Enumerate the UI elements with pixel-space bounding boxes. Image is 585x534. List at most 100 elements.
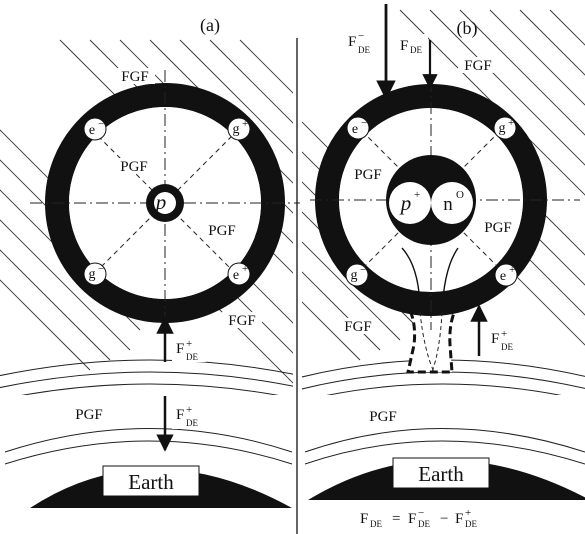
force-label-b3: F + DE — [491, 328, 513, 352]
force-label-a2: F + DE — [176, 404, 198, 428]
earth-label-box-a — [102, 465, 200, 497]
electron-label-top-b: e — [352, 122, 358, 137]
pgf-label-a2: PGF — [208, 223, 236, 239]
electron-top-a — [83, 117, 107, 141]
force-label-bg-b1 — [344, 30, 380, 56]
gravitino-bottom-a — [83, 262, 107, 286]
force-label-bg-a2 — [172, 403, 206, 429]
funnel-inner-lines-b — [419, 311, 443, 373]
fgf-label-b2: FGF — [344, 319, 372, 335]
pgf-label-b2: PGF — [484, 220, 512, 236]
neutron-label-b: n — [443, 194, 453, 215]
electron-charge-bottom-b: + — [509, 264, 515, 276]
svg-text:+: + — [465, 507, 471, 519]
svg-text:F: F — [408, 511, 416, 527]
fgf-label-bg-a1 — [115, 68, 155, 84]
proton-label-b: p — [399, 191, 412, 215]
force-label-b2: F DE — [400, 38, 422, 55]
fgf-label-bg-b1 — [458, 57, 498, 73]
gravitino-charge-bottom-a: − — [98, 263, 104, 275]
electron-label-top-a: e — [89, 123, 95, 138]
electron-charge-bottom-a: + — [242, 263, 248, 275]
force-label-bg-a1 — [172, 336, 206, 362]
funnel-flow-arrows-b — [401, 247, 459, 313]
svg-text:F: F — [348, 34, 356, 50]
force-label-bg-b3 — [487, 326, 521, 352]
earth-label-box-b — [392, 457, 490, 489]
fgf-label-bg-b2 — [338, 318, 378, 334]
electron-charge-top-b: − — [361, 117, 367, 129]
pgf-label-b3: PGF — [369, 409, 397, 425]
proton-label-a: p — [154, 190, 167, 214]
pgf-label-bg-b1 — [350, 166, 386, 182]
fgf-label-bg-a2 — [222, 312, 262, 328]
electron-bottom-a — [227, 262, 251, 286]
pgf-label-a3: PGF — [75, 407, 103, 423]
earth-label-a: Earth — [128, 470, 174, 494]
svg-text:DE: DE — [186, 418, 198, 428]
svg-text:F: F — [455, 511, 463, 527]
atom-b: p + n O e − g + g − e + — [310, 80, 580, 330]
svg-text:F: F — [176, 407, 184, 423]
neutron-b — [431, 182, 473, 224]
force-label-bg-b2 — [398, 34, 428, 56]
svg-text:F: F — [491, 331, 499, 347]
panel-label-b: (b) — [457, 18, 478, 39]
panel-a: Earth p + e − g + g − — [0, 15, 300, 508]
pgf-label-bg-b2 — [480, 219, 516, 235]
panel-label-a: (a) — [200, 15, 220, 36]
svg-text:DE: DE — [465, 519, 477, 529]
gravitino-top-a — [227, 117, 251, 141]
electron-bottom-b — [494, 263, 518, 287]
gravitino-top-b — [493, 116, 517, 140]
pgf-label-bg-a3 — [69, 406, 109, 422]
svg-text:F: F — [360, 511, 368, 527]
fgf-label-a2: FGF — [228, 313, 256, 329]
pgf-field-lines-a — [0, 359, 293, 395]
fgf-label-b1: FGF — [464, 58, 492, 74]
pgf-label-b1: PGF — [354, 167, 382, 183]
gravitino-label-top-b: g — [499, 121, 506, 136]
svg-text:DE: DE — [501, 342, 513, 352]
earth-label-b: Earth — [418, 462, 464, 486]
fgf-label-a1: FGF — [121, 69, 149, 85]
force-label-b1: F − DE — [348, 30, 370, 55]
energy-equation: F DE = F − DE − F + DE — [360, 507, 477, 529]
gravitino-charge-top-b: + — [508, 117, 514, 129]
pgf-label-bg-a1 — [116, 158, 152, 174]
svg-text:DE: DE — [418, 519, 430, 529]
electron-label-bottom-a: e — [233, 268, 239, 283]
proton-b — [389, 182, 431, 224]
pgf-label-a1: PGF — [120, 159, 148, 175]
svg-text:−: − — [418, 507, 424, 519]
pgf-label-bg-b3 — [363, 408, 403, 424]
svg-text:−: − — [440, 511, 448, 527]
svg-text:DE: DE — [186, 352, 198, 362]
electron-top-b — [346, 116, 370, 140]
svg-text:=: = — [392, 511, 400, 527]
gravitino-bottom-b — [345, 263, 369, 287]
panel-b: Earth p + n O e − g + — [302, 4, 585, 529]
svg-text:DE: DE — [358, 45, 370, 55]
proton-a — [154, 192, 176, 214]
svg-text:F: F — [176, 341, 184, 357]
atom-a: p + e − g + g − e + — [30, 70, 300, 345]
svg-text:DE: DE — [370, 519, 382, 529]
gravitino-charge-bottom-b: − — [360, 264, 366, 276]
electron-charge-top-a: − — [98, 118, 104, 130]
svg-text:−: − — [358, 30, 364, 42]
proton-charge-a: + — [173, 190, 179, 202]
gravitino-label-top-a: g — [233, 122, 240, 137]
pgf-field-lines-a-lower — [4, 428, 293, 465]
pgf-field-lines-b-lower — [304, 428, 585, 465]
electron-label-bottom-b: e — [500, 269, 506, 284]
force-label-a1: F + DE — [176, 338, 198, 362]
gravitino-label-bottom-b: g — [351, 268, 358, 283]
svg-text:+: + — [186, 404, 192, 416]
svg-text:F: F — [400, 38, 408, 54]
svg-text:+: + — [186, 338, 192, 350]
neutron-charge-b: O — [456, 189, 464, 201]
gravitino-charge-top-a: + — [242, 118, 248, 130]
pgf-label-bg-a2 — [204, 222, 240, 238]
